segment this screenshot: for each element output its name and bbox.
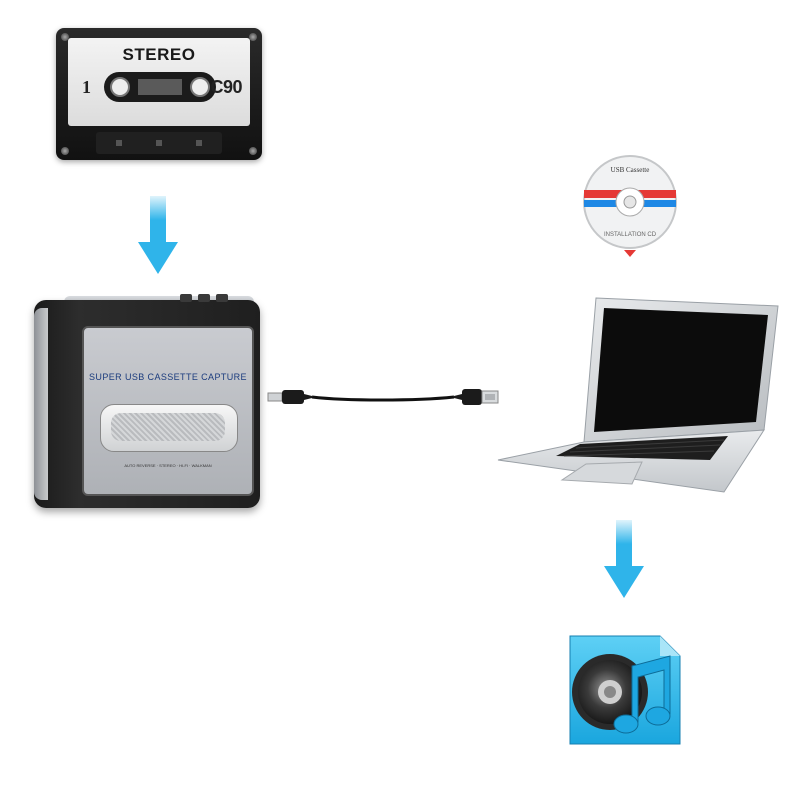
- cd-label-top: USB Cassette: [611, 166, 650, 174]
- music-file-icon: [569, 635, 681, 745]
- tape-window: [100, 404, 238, 452]
- tape-gap: [138, 79, 182, 95]
- screw: [61, 33, 69, 41]
- speaker-icon: [572, 654, 648, 730]
- down-arrow-icon: [138, 196, 178, 274]
- player-brand-label: SUPER USB CASSETTE CAPTURE: [89, 372, 247, 382]
- cd-label-bottom: INSTALLATION CD: [604, 232, 657, 238]
- player-button: [198, 294, 210, 302]
- cassette-tape: STEREO 1 C90: [56, 28, 262, 160]
- tape-reel: [190, 77, 210, 97]
- cassette-title: STEREO: [122, 45, 196, 64]
- cassette-side-number: 1: [82, 77, 91, 97]
- player-side-strip: [34, 308, 48, 500]
- usb-cassette-player: SUPER USB CASSETTE CAPTURE AUTO REVERSE …: [34, 294, 260, 508]
- down-arrow-icon: [604, 520, 644, 598]
- installation-cd: USB Cassette INSTALLATION CD: [583, 155, 677, 257]
- tape-window-inner: [111, 413, 225, 441]
- music-note-icon: [613, 655, 671, 734]
- cassette-hole: [116, 140, 122, 146]
- player-button: [180, 294, 192, 302]
- screw: [61, 147, 69, 155]
- cassette-hole: [156, 140, 162, 146]
- player-small-print: AUTO REVERSE · STEREO · HI-FI · WALKMAN: [124, 463, 212, 468]
- usb-cable: [267, 389, 499, 405]
- player-button: [216, 294, 228, 302]
- tape-reel: [110, 77, 130, 97]
- cassette-tape-type: C90: [210, 77, 242, 97]
- player-front-panel: SUPER USB CASSETTE CAPTURE AUTO REVERSE …: [82, 326, 254, 496]
- cassette-hole: [196, 140, 202, 146]
- cassette-window: [104, 72, 216, 102]
- cassette-label: STEREO 1 C90: [68, 38, 250, 126]
- cassette-bottom: [96, 132, 222, 154]
- down-arrow-icon: [624, 250, 636, 257]
- laptop: [497, 297, 779, 493]
- screw: [249, 147, 257, 155]
- screw: [249, 33, 257, 41]
